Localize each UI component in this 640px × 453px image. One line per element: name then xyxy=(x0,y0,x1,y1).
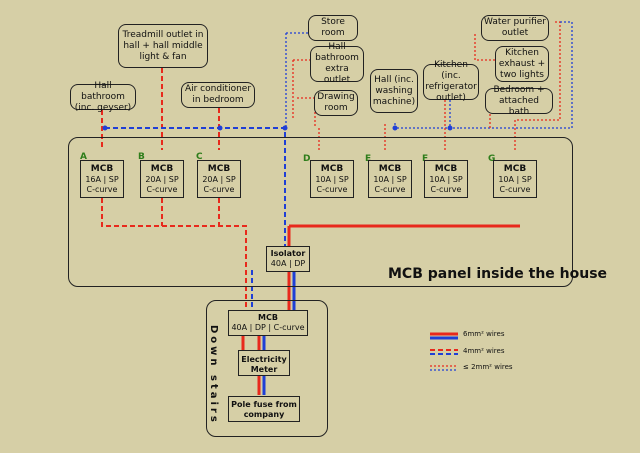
load-kitchen-exhaust: Kitchen exhaust + two lights xyxy=(495,46,549,82)
mcb-rating: 10A | SP xyxy=(373,175,407,184)
mcb-curve: C-curve xyxy=(430,185,462,194)
mcb-title: MCB xyxy=(503,164,527,174)
mcb-title: MCB xyxy=(150,164,174,174)
load-water-purifier: Water purifier outlet xyxy=(481,15,549,41)
mcb-title: MCB xyxy=(320,164,344,174)
mcb-curve: C-curve xyxy=(316,185,348,194)
mcb-rating: 20A | SP xyxy=(145,175,179,184)
legend-4mm: 4mm² wires xyxy=(463,347,505,355)
electricity-meter: Electricity Meter xyxy=(238,350,290,376)
mcb-b: MCB 20A | SP C-curve xyxy=(140,160,184,198)
load-kitchen-refrigerator: Kitchen (inc. refrigerator outlet) xyxy=(423,60,479,103)
main-mcb-title: MCB xyxy=(258,313,278,322)
mcb-a: MCB 16A | SP C-curve xyxy=(80,160,124,198)
load-bedroom-bath: Bedroom + attached bath xyxy=(485,85,553,117)
mcb-d: MCB 10A | SP C-curve xyxy=(310,160,354,198)
isolator-title: Isolator xyxy=(270,249,306,258)
load-treadmill: Treadmill outlet in hall + hall middle l… xyxy=(118,24,208,68)
junction-dots xyxy=(102,125,453,131)
mcb-title: MCB xyxy=(207,164,231,174)
mcb-rating: 10A | SP xyxy=(315,175,349,184)
load-store-room: Store room xyxy=(308,15,358,41)
mcb-letter-e: E xyxy=(365,154,372,164)
mcb-curve: C-curve xyxy=(203,185,235,194)
mcb-letter-g: G xyxy=(488,154,496,164)
feeder-6mm-wires xyxy=(241,224,520,395)
pole-fuse: Pole fuse from company xyxy=(228,396,300,422)
isolator: Isolator 40A | DP xyxy=(266,246,310,272)
mcb-curve: C-curve xyxy=(146,185,178,194)
mcb-c: MCB 20A | SP C-curve xyxy=(197,160,241,198)
mcb-rating: 16A | SP xyxy=(85,175,119,184)
panel-title: MCB panel inside the house xyxy=(388,266,608,282)
mcb-letter-b: B xyxy=(138,152,145,162)
mcb-title: MCB xyxy=(90,164,114,174)
isolator-rating: 40A | DP xyxy=(270,259,306,268)
mcb-letter-a: A xyxy=(80,152,87,162)
mcb-panel xyxy=(68,137,573,287)
downstairs-panel xyxy=(206,300,328,437)
downstairs-label: Down stairs xyxy=(208,325,219,425)
mcb-title: MCB xyxy=(434,164,458,174)
mcb-rating: 10A | SP xyxy=(498,175,532,184)
mcb-letter-f: F xyxy=(422,154,429,164)
main-mcb-rating: 40A | DP | C-curve xyxy=(231,323,305,332)
mcb-e: MCB 10A | SP C-curve xyxy=(368,160,412,198)
legend-6mm: 6mm² wires xyxy=(463,330,505,338)
mcb-rating: 20A | SP xyxy=(202,175,236,184)
mcb-rating: 10A | SP xyxy=(429,175,463,184)
mcb-letter-c: C xyxy=(196,152,203,162)
load-hall-bathroom-extra: Hall bathroom extra outlet xyxy=(310,42,364,85)
legend-lines xyxy=(430,332,458,371)
mcb-curve: C-curve xyxy=(374,185,406,194)
load-hall-bathroom: Hall bathroom (inc. geyser) xyxy=(70,81,136,113)
load-hall-washing: Hall (inc. washing machine) xyxy=(370,69,418,113)
load-drawing-room: Drawing room xyxy=(314,90,358,116)
load-air-conditioner: Air conditioner in bedroom xyxy=(181,82,255,108)
mcb-g: MCB 10A | SP C-curve xyxy=(493,160,537,198)
mcb-curve: C-curve xyxy=(499,185,531,194)
mcb-f: MCB 10A | SP C-curve xyxy=(424,160,468,198)
mcb-letter-d: D xyxy=(303,154,311,164)
main-mcb: MCB 40A | DP | C-curve xyxy=(228,310,308,336)
mcb-title: MCB xyxy=(378,164,402,174)
legend-2mm: ≤ 2mm² wires xyxy=(463,363,513,371)
mcb-curve: C-curve xyxy=(86,185,118,194)
